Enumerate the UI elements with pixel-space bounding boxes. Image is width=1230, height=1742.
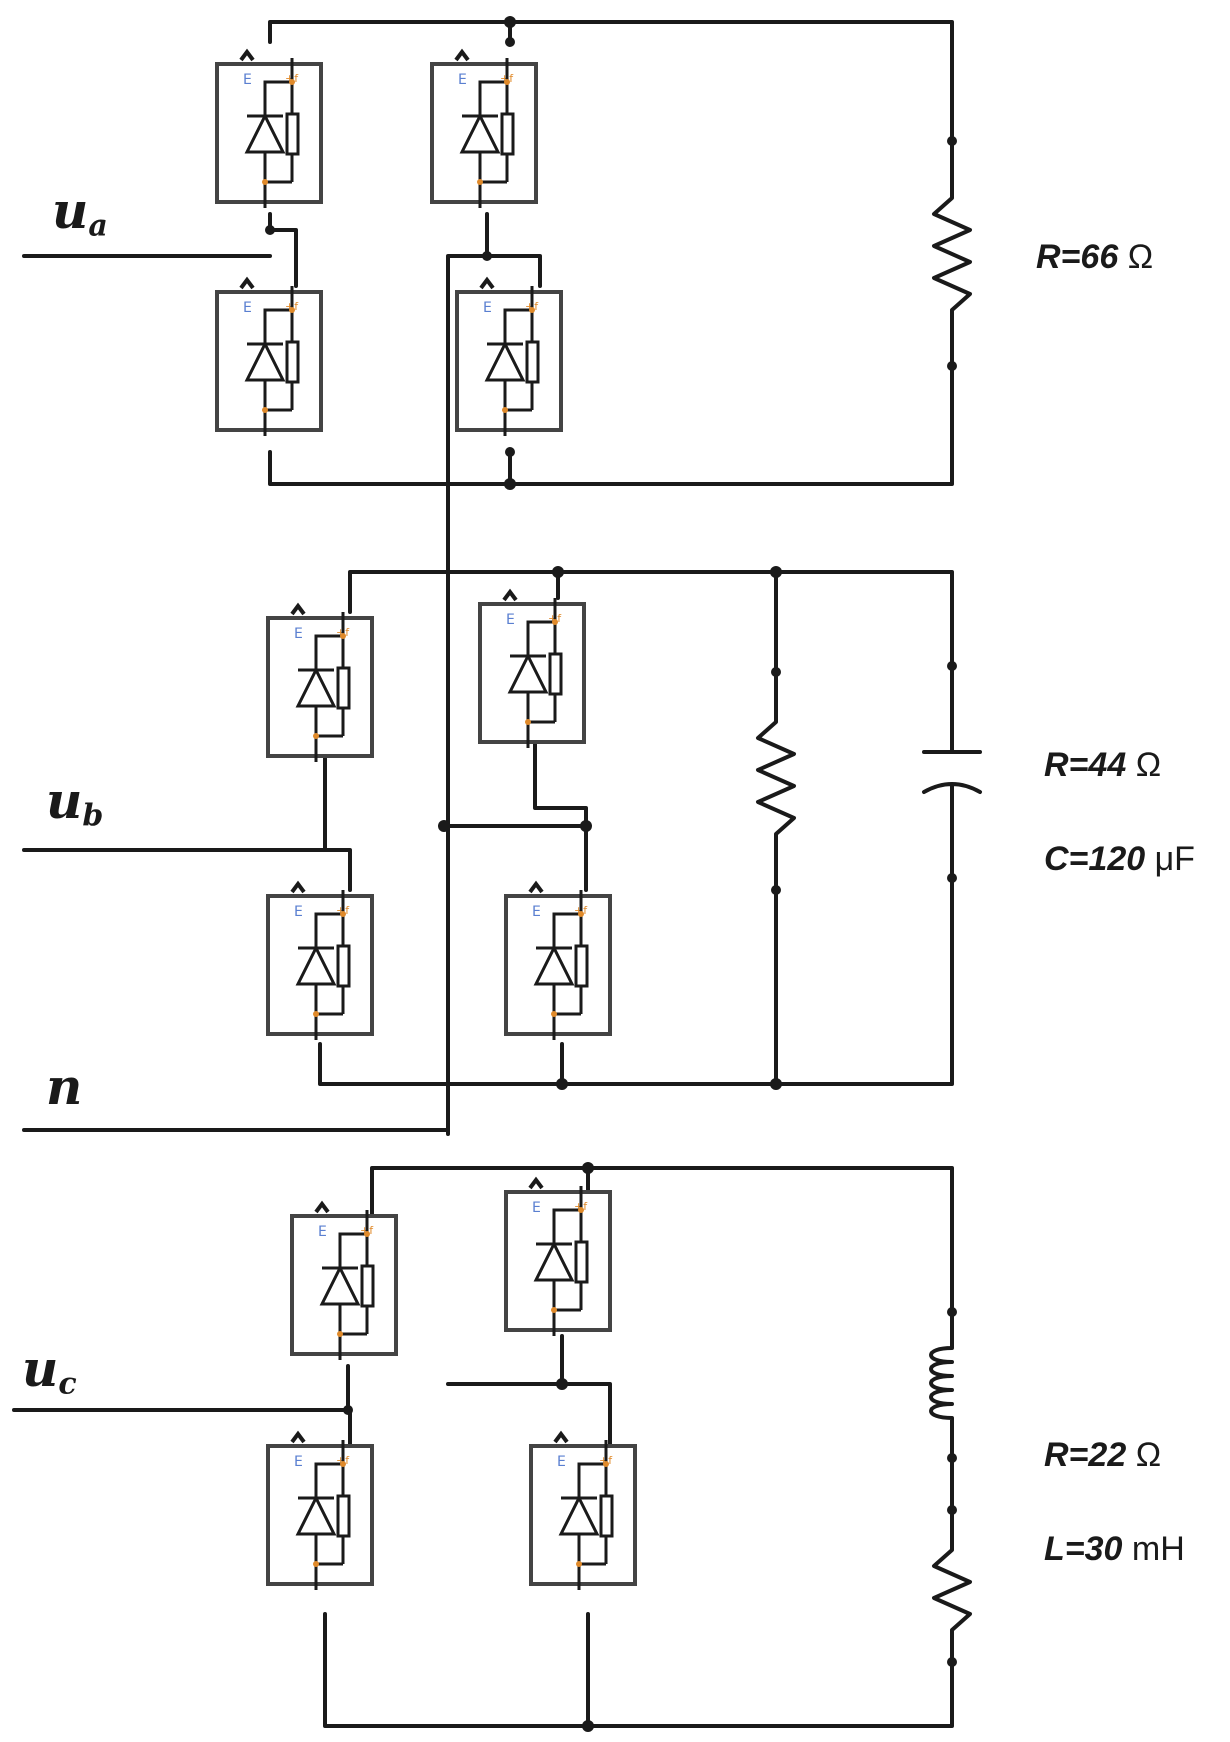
phase-c-resistor [932, 1456, 972, 1664]
switch-b2 [478, 590, 586, 750]
phase-a-dc-top-wire [268, 20, 954, 143]
phase-c-right-leg-wire [446, 1334, 612, 1448]
switch-a1 [215, 50, 323, 210]
voltage-label-uc: uc [22, 1339, 77, 1402]
switch-modules [215, 50, 637, 1592]
phase-c-dc-bottom-wire [323, 1612, 954, 1728]
phase-a-left-leg-wire [268, 212, 298, 288]
phase-b-capacitor [922, 664, 982, 880]
voltage-label-ub: ub [46, 771, 104, 834]
param-label-c-l: L=30 mH [1044, 1530, 1185, 1568]
phase-b-left-leg-wire [323, 754, 352, 892]
phase-a-dc-bottom-wire [268, 364, 954, 486]
param-label-c-r: R=22 Ω [1044, 1436, 1162, 1474]
voltage-label-n: n [46, 1057, 83, 1116]
voltage-label-ua: ua [52, 181, 108, 244]
switch-b3 [266, 882, 374, 1042]
switch-b4 [504, 882, 612, 1042]
phase-c-inductor [929, 1310, 954, 1460]
switch-b1 [266, 604, 374, 764]
switch-a3 [215, 278, 323, 438]
param-label-a-r: R=66 Ω [1036, 238, 1154, 276]
phase-b-dc-bottom-wire [318, 876, 954, 1086]
switch-c3 [266, 1432, 374, 1592]
switch-a2 [430, 50, 538, 210]
phase-a-resistor [932, 139, 972, 368]
switch-a4 [455, 278, 563, 438]
junction-dots [265, 16, 957, 1732]
switch-c4 [529, 1432, 637, 1592]
phase-b-right-leg-wire [442, 740, 588, 892]
phase-b-resistor [756, 670, 796, 892]
param-label-b-r: R=44 Ω [1044, 746, 1162, 784]
switch-c1 [290, 1202, 398, 1362]
switch-c2 [504, 1178, 612, 1338]
param-label-b-c: C=120 μF [1044, 840, 1195, 878]
phase-c-dc-top-wire [370, 1166, 954, 1314]
phase-a-right-leg-wire [446, 212, 542, 1136]
phase-b-dc-top-wire [348, 570, 954, 674]
